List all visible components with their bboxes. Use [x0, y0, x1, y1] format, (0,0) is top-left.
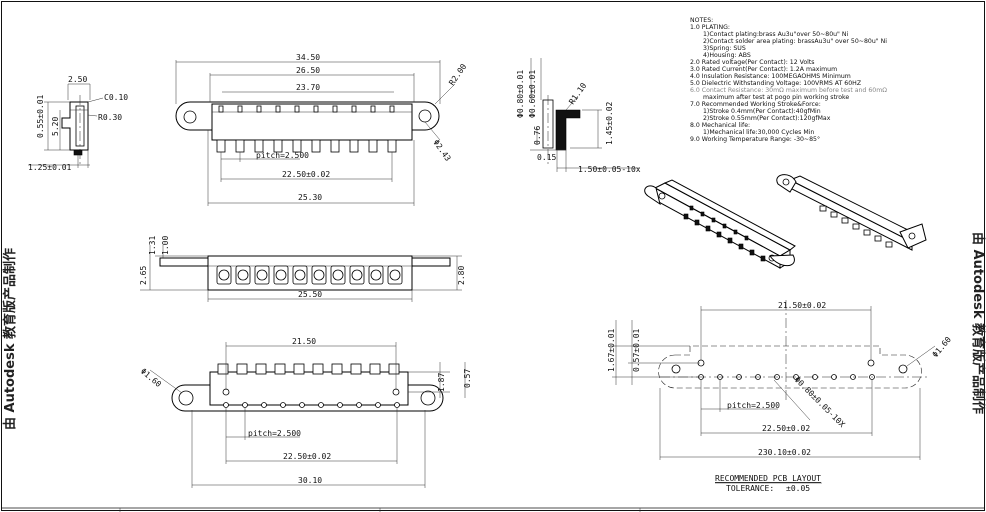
pcb-layout: 21.50±0.02 1.67±0.01 0.57±0.01 Φ1.60 Φ0.…: [607, 300, 953, 493]
dim-top-pitch: pitch=2.500: [256, 151, 309, 160]
notes-line: 8.0 Mechanical life:: [690, 122, 750, 129]
dim-pin-1.50: 1.50±0.05-10x: [578, 165, 641, 174]
notes-line: 4.0 Insulation Resistance: 100MEGAOHMS M…: [690, 73, 851, 80]
front-view-pins: [216, 265, 403, 285]
pcb-tolerance-label: TOLERANCE:: [726, 484, 774, 493]
dim-top-r2.00: R2.00: [447, 62, 468, 87]
notes-line: 1)Mechanical life:30,000 Cycles Min: [703, 129, 814, 136]
dim-pcb-230.10: 230.10±0.02: [758, 448, 811, 457]
dim-side-1.25: 1.25±0.01: [28, 163, 72, 172]
notes-block: NOTES: 1.0 PLATING: 1)Contact plating:br…: [690, 17, 887, 143]
dim-pcb-1.67: 1.67±0.01: [607, 328, 616, 372]
dim-front-1.00: 1.00: [161, 236, 170, 255]
notes-line: 5.0 Dielectric Withstanding Voltage: 100…: [690, 80, 861, 87]
pcb-layout-title: RECOMMENDED PCB LAYOUT: [715, 474, 821, 483]
dim-side-5.20: 5.20: [51, 117, 60, 136]
top-view-pins: [216, 139, 397, 153]
bottom-view: 21.50 Φ1.60 1.87 0.57 pitch=2.500 22.50±…: [139, 337, 472, 488]
dim-pcb-22.50: 22.50±0.02: [762, 424, 810, 433]
dim-pin-0.15: 0.15: [537, 153, 556, 162]
top-view-contacts: [218, 105, 395, 113]
dim-pin-0.76: 0.76: [533, 126, 542, 145]
top-view: 34.50 26.50 23.70 R2.00 pitch=2.500 22.5…: [175, 53, 469, 206]
dim-front-2.65: 2.65: [139, 266, 148, 285]
notes-line: 3.0 Rated Current(Per Contact): 1.2A max…: [690, 66, 837, 73]
front-view: 1.31 1.00 2.65 2.80 25.50: [139, 236, 466, 302]
notes-line: 3)Spring: SUS: [703, 45, 746, 52]
dim-bottom-30.10: 30.10: [298, 476, 322, 485]
isometric-view-right: [776, 174, 927, 251]
bottom-view-top-pins: [217, 363, 400, 375]
dim-front-1.31: 1.31: [148, 236, 157, 255]
notes-line: 1)Contact plating:brass Au3u"over 50~80u…: [703, 31, 849, 38]
notes-line: 7.0 Recommended Working Stroke&Force:: [690, 101, 821, 108]
dim-pcb-phi1.60: Φ1.60: [931, 335, 953, 359]
dim-side-0.55: 0.55±0.01: [36, 94, 45, 138]
dim-top-25.30: 25.30: [298, 193, 322, 202]
dim-bottom-1.87: 1.87: [437, 373, 446, 392]
notes-title: NOTES:: [690, 17, 713, 24]
dim-pin-r1.10: R1.10: [567, 81, 588, 106]
bottom-view-holes: [222, 388, 400, 408]
dim-pin-phi0.60: Φ0.60±0.01: [528, 70, 537, 118]
dim-top-22.50: 22.50±0.02: [282, 170, 330, 179]
notes-line: 2)Stroke 0.55mm(Per Contact):120gfMax: [703, 115, 831, 122]
notes-line: 2)Contact solder area plating: brassAu3u…: [703, 38, 887, 45]
isometric-right-pins: [819, 205, 893, 248]
dim-side-r0.30: R0.30: [98, 113, 122, 122]
dim-side-c0.10: C0.10: [104, 93, 128, 102]
dim-pin-phi0.80: Φ0.80±0.01: [516, 70, 525, 118]
dim-pcb-pitch: pitch=2.500: [727, 401, 780, 410]
isometric-left-pins: [683, 205, 766, 262]
notes-line: 1.0 PLATING:: [690, 24, 730, 31]
dim-top-26.50: 26.50: [296, 66, 320, 75]
watermark-right: 由 Autodesk 教育版产品制作: [970, 232, 986, 414]
dim-pcb-0.57: 0.57±0.01: [632, 328, 641, 372]
notes-line: 6.0 Contact Resistance: 30mΩ maximum bef…: [690, 87, 887, 94]
dim-bottom-pitch: pitch=2.500: [248, 429, 301, 438]
dim-pin-1.45: 1.45±0.02: [605, 101, 614, 145]
dim-bottom-22.50: 22.50±0.02: [283, 452, 331, 461]
dim-top-23.70: 23.70: [296, 83, 320, 92]
dim-bottom-phi1.60: Φ1.60: [139, 367, 163, 389]
dim-front-25.50: 25.50: [298, 290, 322, 299]
pin-detail: Φ0.80±0.01 Φ0.60±0.01 R1.10 1.45±0.02 0.…: [516, 58, 641, 174]
dim-bottom-21.50: 21.50: [292, 337, 316, 346]
notes-line: 4)Housing: ABS: [703, 52, 751, 59]
notes-line: maximum after test at pogo pin working s…: [703, 94, 849, 101]
pcb-tolerance-value: ±0.05: [786, 484, 810, 493]
notes-line: 1)Stroke 0.4mm(Per Contact):40gfMin: [703, 108, 821, 115]
dim-pcb-21.50: 21.50±0.02: [778, 301, 826, 310]
watermark-left: 由 Autodesk 教育版产品制作: [2, 248, 18, 430]
dim-top-34.50: 34.50: [296, 53, 320, 62]
dim-bottom-0.57: 0.57: [463, 369, 472, 388]
dim-pcb-holes: Φ0.80±0.05-10X: [793, 375, 847, 429]
notes-line: 2.0 Rated voltage(Per Contact): 12 Volts: [690, 59, 815, 66]
isometric-view-left: [644, 179, 796, 269]
dim-front-2.80: 2.80: [457, 266, 466, 285]
notes-line: 9.0 Working Temperature Range: -30~85°: [690, 135, 820, 143]
dim-side-2.50: 2.50: [68, 75, 87, 84]
dim-top-phi2.43: Φ2.43: [431, 138, 452, 163]
side-view: 2.50 C0.10 R0.30 0.55±0.01 5.20 1.25±0.0…: [28, 75, 128, 172]
